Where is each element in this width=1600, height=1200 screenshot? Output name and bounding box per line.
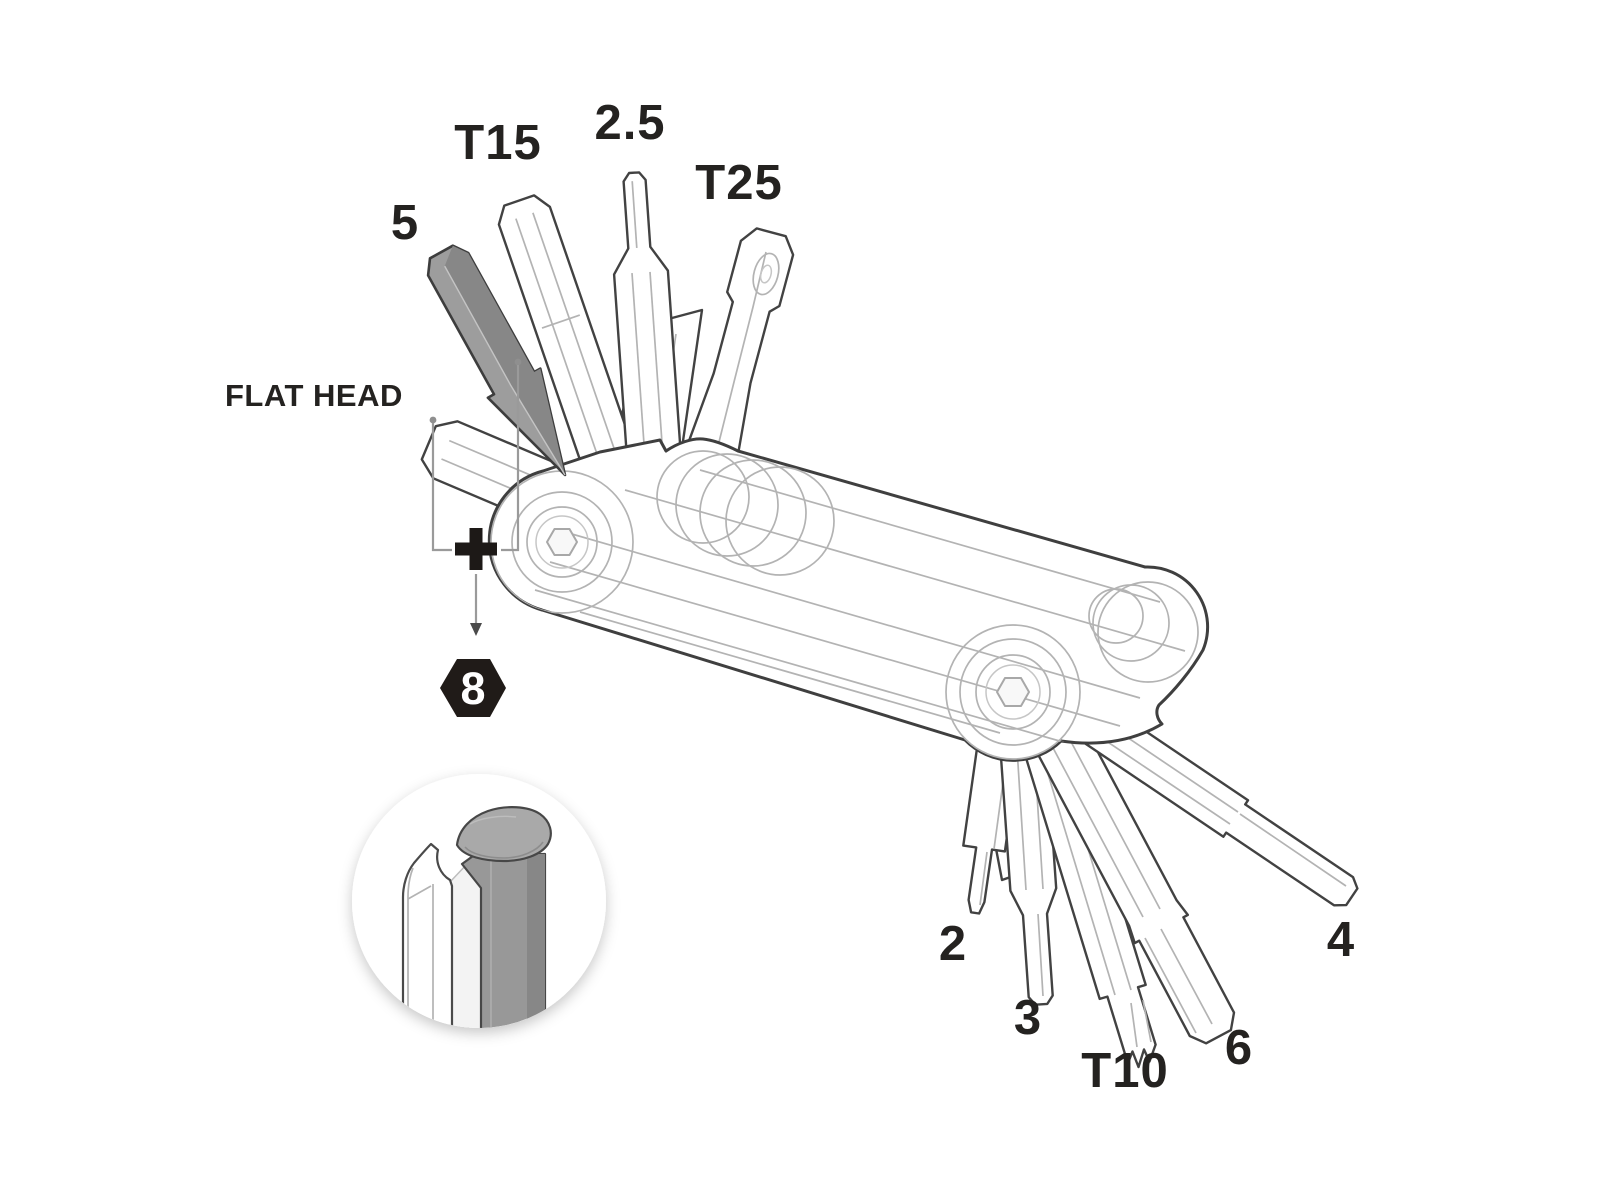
bit-5-flathead bbox=[426, 244, 567, 477]
down-arrow-icon bbox=[470, 623, 482, 636]
bit-6 bbox=[1020, 696, 1236, 1045]
label-bit-t25: T25 bbox=[695, 156, 783, 210]
lower-bit-fan bbox=[962, 680, 1359, 1069]
label-bit-4: 4 bbox=[1326, 913, 1356, 967]
detail-inset bbox=[352, 774, 606, 1028]
body-interior-detail bbox=[490, 450, 1199, 760]
leader-bracket-left bbox=[431, 423, 452, 552]
pivot-bolt-left bbox=[490, 470, 634, 614]
bit-2-5 bbox=[612, 171, 684, 476]
plus-icon bbox=[455, 528, 497, 570]
leader-dot-blade bbox=[514, 358, 522, 366]
label-bit-t10: T10 bbox=[1081, 1044, 1169, 1098]
hex-badge bbox=[440, 659, 506, 717]
inset-flathead-piece bbox=[401, 842, 454, 1028]
bit-t25 bbox=[669, 227, 795, 507]
pivot-bolt-right bbox=[945, 624, 1081, 760]
hex-badge-value: 8 bbox=[460, 663, 485, 714]
label-bit-t15: T15 bbox=[454, 116, 542, 170]
leader-bracket-right bbox=[501, 365, 520, 552]
label-bit-3: 3 bbox=[1013, 991, 1043, 1045]
label-bit-5: 5 bbox=[390, 196, 420, 250]
bit-t15 bbox=[497, 194, 639, 480]
leader-dot-bar bbox=[429, 416, 437, 424]
combine-annotation: 8 bbox=[429, 358, 522, 717]
inset-content bbox=[401, 806, 552, 1028]
inset-white-facet bbox=[449, 861, 484, 1028]
label-bit-2: 2 bbox=[938, 917, 968, 971]
label-bit-6: 6 bbox=[1224, 1021, 1254, 1075]
label-flat-head: FLAT HEAD bbox=[225, 378, 403, 413]
tool-body bbox=[487, 437, 1210, 762]
inset-hex8-shaft bbox=[455, 806, 552, 1028]
label-bit-2-5: 2.5 bbox=[594, 96, 666, 150]
